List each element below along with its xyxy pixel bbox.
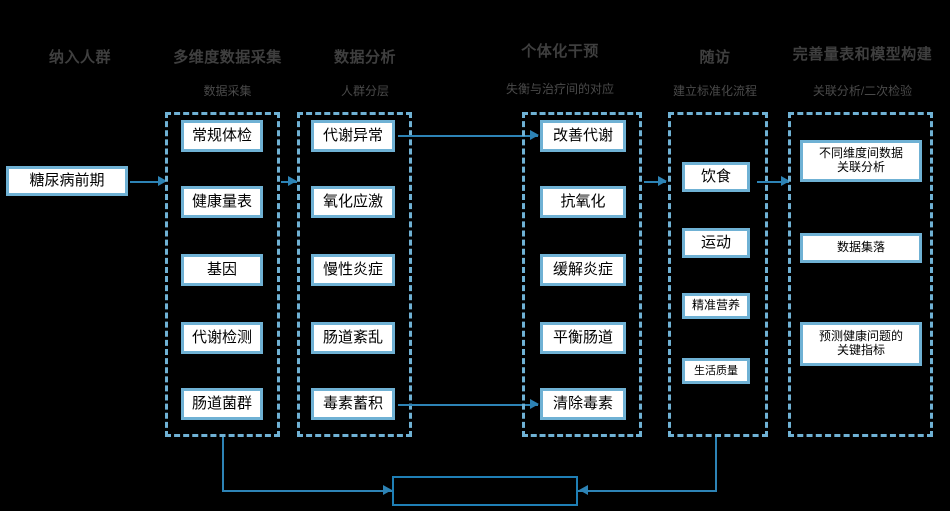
arrow-feedback-left-icon [383,485,392,495]
stage-followup [668,112,768,437]
connector-toxin-to-clear [398,404,538,406]
node-metabolic-test[interactable]: 代谢检测 [181,322,263,354]
node-chronic-inflammation[interactable]: 慢性炎症 [311,254,395,286]
stage-intervention [522,112,642,437]
column-subtitle-data-analysis: 人群分层 [340,84,389,98]
node-exercise[interactable]: 运动 [682,228,750,258]
connector-intervention-to-followup [644,181,666,183]
node-gut-microbiota[interactable]: 肠道菌群 [181,388,263,420]
node-prediabetes[interactable]: 糖尿病前期 [6,166,128,196]
node-routine-checkup[interactable]: 常规体检 [181,120,263,152]
node-key-predictive-indicator[interactable]: 预测健康问题的 关键指标 [800,322,922,366]
column-title-data-collection: 多维度数据采集 [173,49,282,66]
node-gene[interactable]: 基因 [181,254,263,286]
column-subtitle-model-building: 关联分析/二次检验 [812,84,913,98]
connector-entry-to-collection [130,181,160,183]
column-title-model-building: 完善量表和模型构建 [792,46,933,63]
node-relieve-inflammation[interactable]: 缓解炎症 [540,254,626,286]
column-title-data-analysis: 数据分析 [333,49,396,66]
node-diet[interactable]: 饮食 [682,162,750,192]
arrow-toxin-to-clear-icon [530,399,539,409]
node-balance-gut[interactable]: 平衡肠道 [540,322,626,354]
arrow-metabolic-to-improve-icon [530,130,539,140]
node-improve-metabolism[interactable]: 改善代谢 [540,120,626,152]
column-subtitle-intervention: 失衡与治疗间的对应 [505,82,614,96]
node-oxidative-stress[interactable]: 氧化应激 [311,186,395,218]
outcome-box[interactable] [392,476,578,506]
node-gut-dysbiosis[interactable]: 肠道紊乱 [311,322,395,354]
stage-data-collection [165,112,280,437]
node-clear-toxins[interactable]: 清除毒素 [540,388,626,420]
column-title-intervention: 个体化干预 [521,43,599,60]
node-health-scale[interactable]: 健康量表 [181,186,263,218]
arrow-intervention-to-followup-icon [658,176,667,186]
node-metabolic-abnormality[interactable]: 代谢异常 [311,120,395,152]
feedback-line-left-vertical [222,437,224,490]
arrow-followup-to-model-icon [781,176,790,186]
node-quality-of-life[interactable]: 生活质量 [682,358,750,384]
feedback-line-right-horizontal [578,490,717,492]
node-toxin-accumulation[interactable]: 毒素蓄积 [311,388,395,420]
column-subtitle-data-collection: 数据采集 [203,84,252,98]
feedback-line-left-horizontal [222,490,392,492]
node-antioxidant[interactable]: 抗氧化 [540,186,626,218]
connector-followup-to-model [757,181,789,183]
arrow-feedback-right-icon [579,485,588,495]
arrow-collection-to-analysis-icon [288,176,297,186]
feedback-line-right-vertical [715,437,717,490]
connector-metabolic-to-improve [398,135,538,137]
column-subtitle-followup: 建立标准化流程 [672,84,757,98]
stage-model-building [788,112,933,437]
arrow-entry-to-collection-icon [158,176,167,186]
node-cross-dimension-correlation[interactable]: 不同维度间数据 关联分析 [800,140,922,182]
column-title-followup: 随访 [699,49,731,66]
node-data-cluster[interactable]: 数据集落 [800,233,922,263]
node-precision-nutrition[interactable]: 精准营养 [682,293,750,319]
column-title-enrollment: 纳入人群 [48,49,111,66]
stage-data-analysis [297,112,412,437]
